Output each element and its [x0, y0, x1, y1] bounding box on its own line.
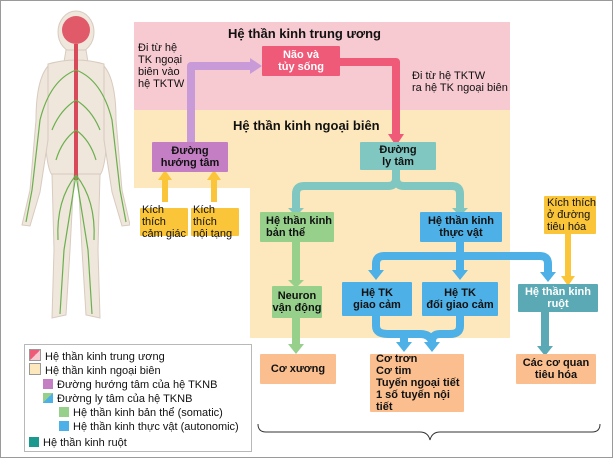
- legend-item: Hệ thần kinh trung ương: [29, 349, 165, 363]
- legend-item: Đường ly tâm của hệ TKNB: [43, 393, 192, 405]
- peripheral-nerves-icon: [25, 69, 127, 315]
- legend-item: Hệ thần kinh ngoại biên: [29, 363, 161, 377]
- legend-item: Đường hướng tâm của hệ TKNB: [43, 379, 217, 391]
- legend-swatch-icon: [59, 407, 69, 417]
- legend-swatch-icon: [29, 349, 41, 361]
- legend-swatch-icon: [29, 437, 39, 447]
- brain-icon: [62, 16, 90, 44]
- node-skeletal-muscle: Cơ xương: [260, 354, 336, 384]
- legend-swatch-icon: [43, 393, 53, 403]
- legend-swatch-icon: [59, 421, 69, 431]
- legend-item: Hệ thần kinh ruột: [29, 437, 127, 449]
- legend-item: Hệ thần kinh thực vật (autonomic): [59, 421, 239, 433]
- legend-item: Hệ thần kinh bản thể (somatic): [59, 407, 223, 419]
- grouping-brace: [257, 423, 601, 441]
- legend: Hệ thần kinh trung ương Hệ thần kinh ngo…: [24, 344, 252, 452]
- nervous-system-illustration: [21, 10, 130, 319]
- cns-title: Hệ thần kinh trung ương: [228, 26, 381, 41]
- legend-swatch-icon: [29, 363, 41, 375]
- pns-title: Hệ thần kinh ngoại biên: [233, 118, 380, 133]
- legend-swatch-icon: [43, 379, 53, 389]
